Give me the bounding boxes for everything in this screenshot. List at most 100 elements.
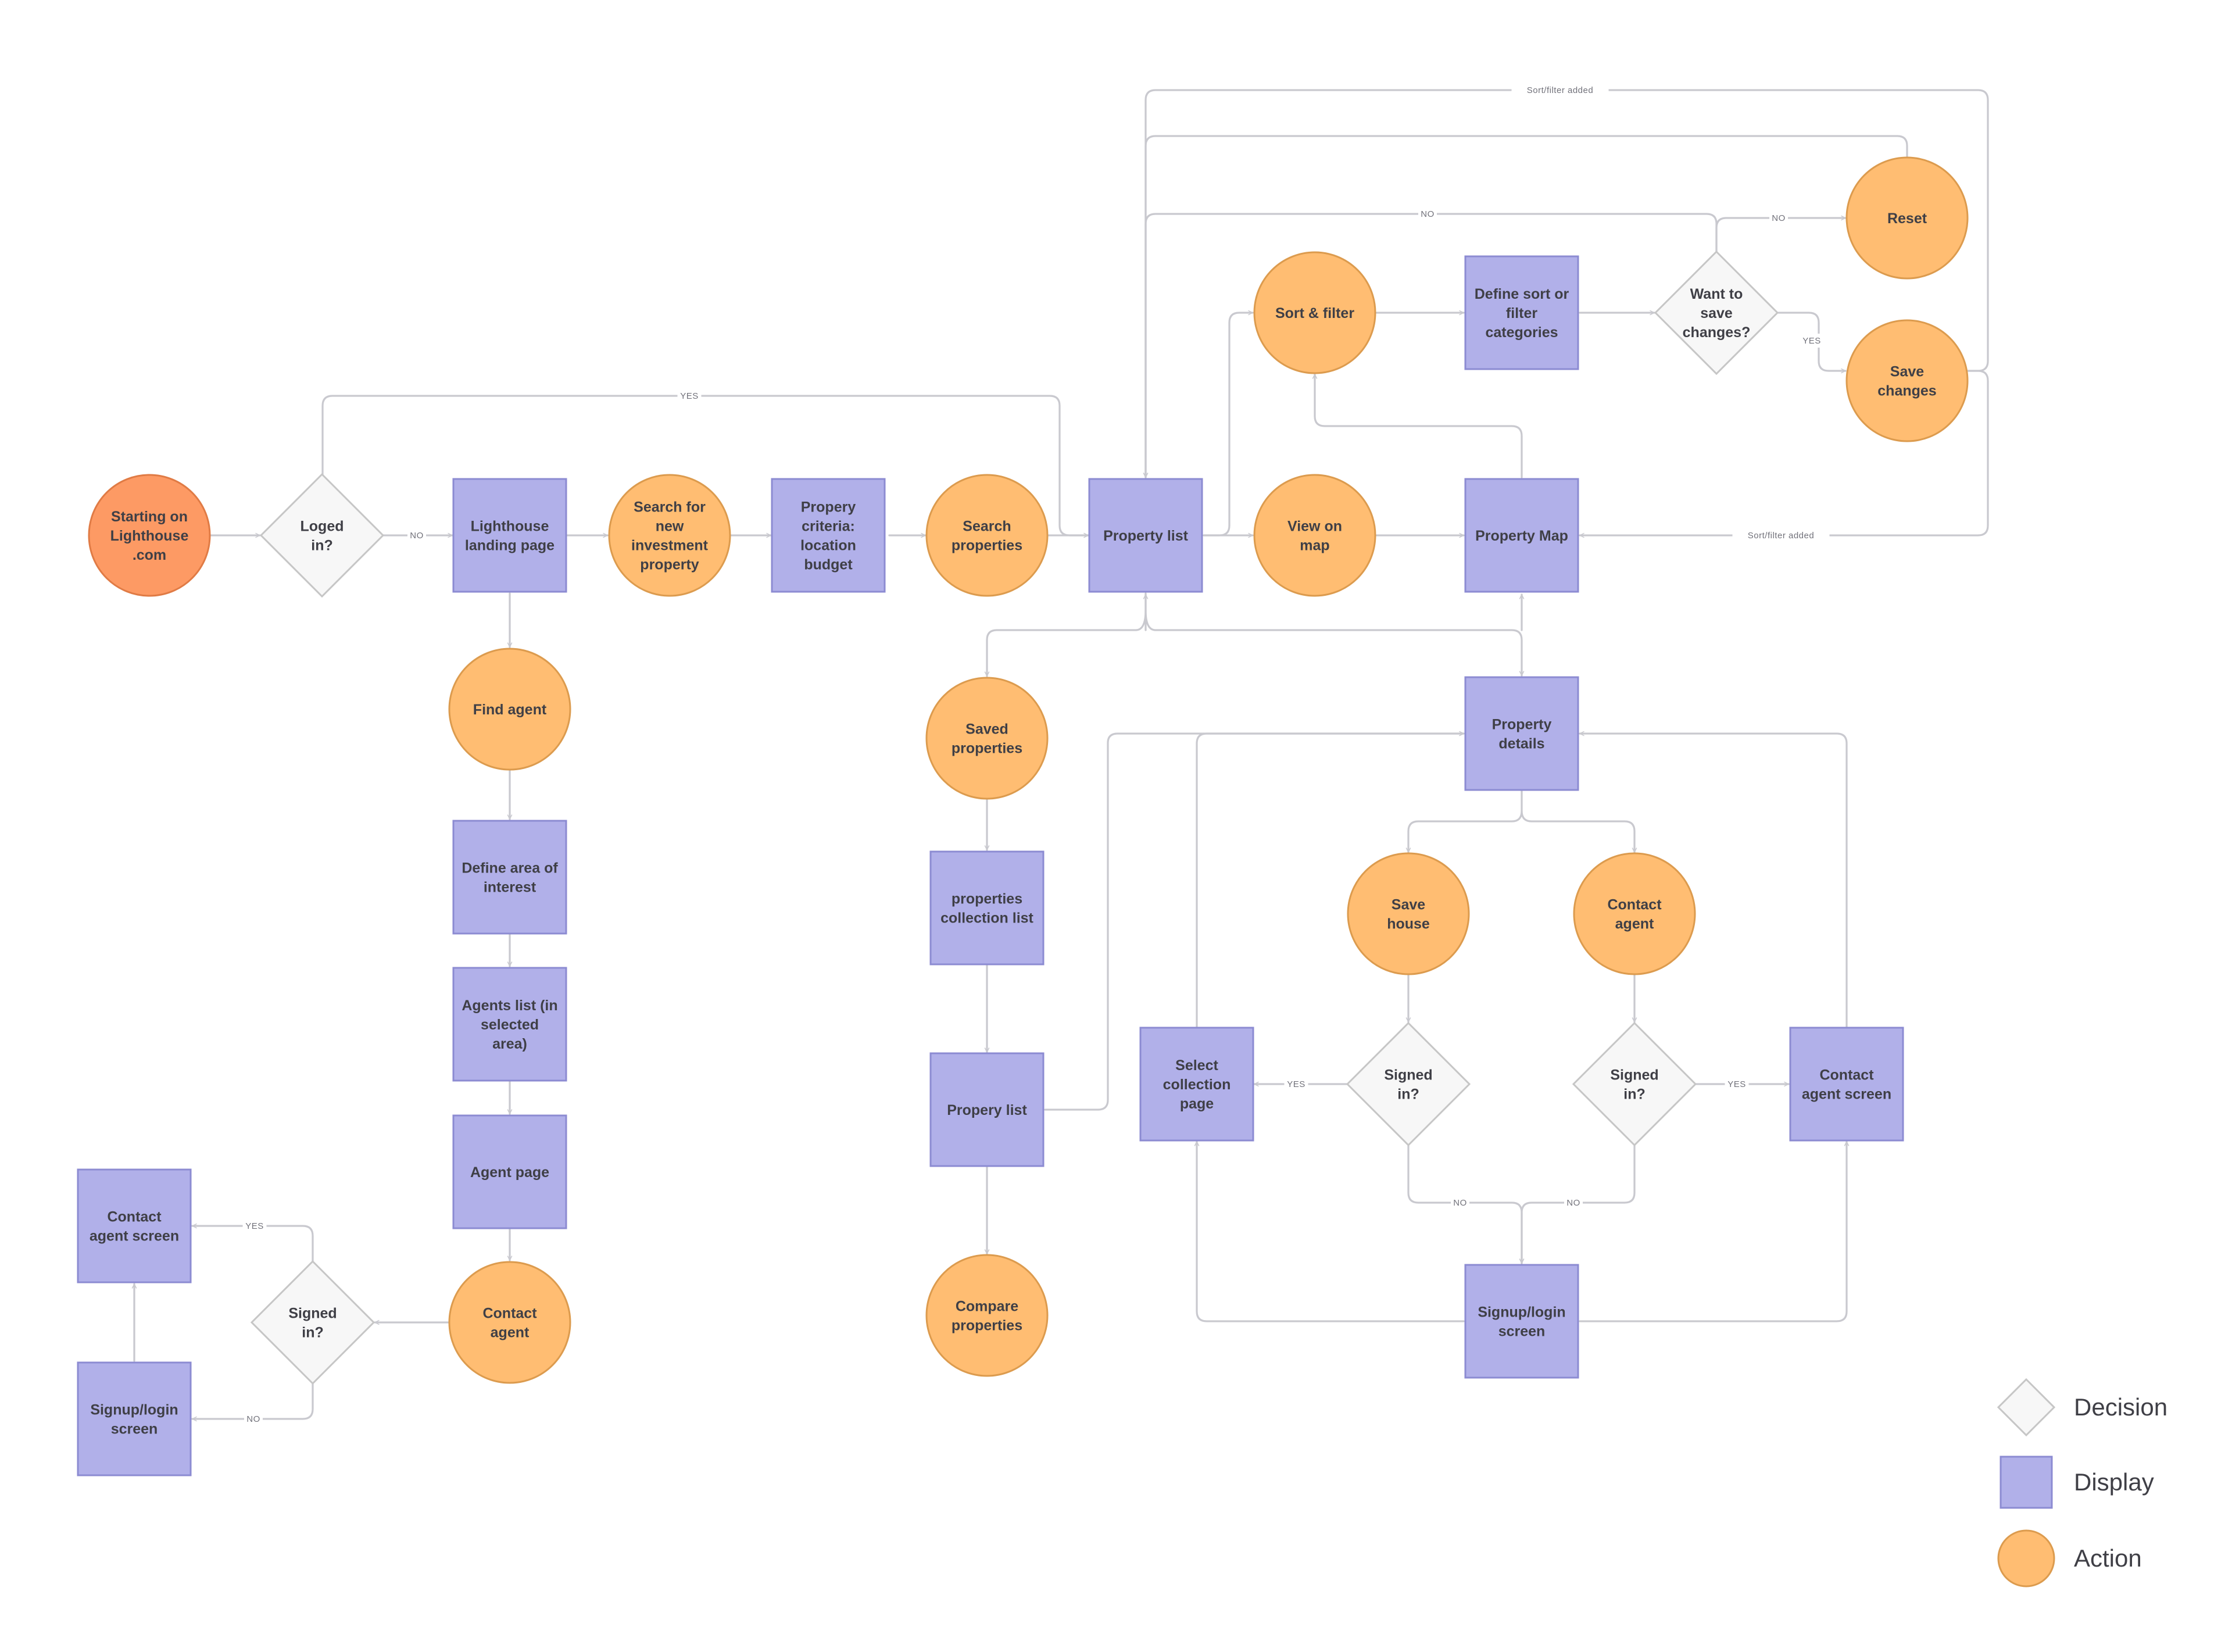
- node-label: Signup/login screen: [90, 1402, 178, 1438]
- connector-arrow: [191, 1382, 314, 1419]
- connector-label-sort-filter-added: Sort/filter added: [1527, 85, 1593, 95]
- node-label-line: landing page: [465, 538, 555, 554]
- node-label-line: Agents list (in: [462, 997, 557, 1014]
- node-label-line: Save: [1392, 897, 1425, 913]
- display-shape: [452, 478, 567, 593]
- connector-label-no: NO: [1566, 1198, 1580, 1208]
- connector-label-no: NO: [246, 1414, 260, 1424]
- connector-label-bg: [242, 1219, 267, 1233]
- connector-arrow: [987, 592, 1147, 677]
- node-label-line: Contact: [482, 1306, 537, 1322]
- node-label-line: Saved: [965, 721, 1008, 738]
- node-label-line: Signed: [288, 1306, 337, 1322]
- node-label: Property Map: [1475, 528, 1568, 544]
- node-label-line: properties: [952, 741, 1022, 757]
- display-shape: [1464, 1264, 1579, 1379]
- connector-arrow: [1408, 789, 1523, 853]
- node-label-line: Define sort or: [1475, 286, 1569, 302]
- display-shape: [452, 820, 567, 935]
- legend-item-display: Display: [2000, 1456, 2154, 1509]
- legend-swatch-decision: [1997, 1378, 2056, 1437]
- connector-label-yes: YES: [1727, 1079, 1746, 1089]
- node-signed-in-left: Signed in?: [250, 1260, 375, 1385]
- connector-label-yes: YES: [680, 391, 699, 401]
- connector-arrow: [191, 1226, 314, 1263]
- node-label-line: Signup/login: [1478, 1304, 1565, 1321]
- node-label: Signed in?: [288, 1306, 337, 1341]
- node-label-line: Want to: [1690, 286, 1743, 302]
- display-shape: [1464, 676, 1579, 791]
- legend-swatch-display: [2000, 1456, 2053, 1509]
- node-label-line: page: [1180, 1096, 1214, 1112]
- display-shape: [771, 478, 886, 593]
- connector-label-sort-filter-added: Sort/filter added: [1748, 531, 1814, 541]
- node-label-line: categories: [1485, 324, 1558, 341]
- connector-label-no: NO: [1772, 213, 1786, 223]
- connector-label-bg: [1769, 211, 1788, 225]
- node-label-line: Propery: [801, 499, 856, 516]
- connector-label-bg: [1284, 1077, 1308, 1091]
- node-prop-list-2: Propery list: [929, 1052, 1045, 1167]
- node-prop-list: Property list: [1088, 478, 1203, 593]
- display-shape: [929, 850, 1045, 966]
- connector-arrow: [1196, 734, 1465, 1028]
- node-label: Save house: [1387, 897, 1430, 932]
- node-save-house: Save house: [1347, 852, 1470, 975]
- node-prop-map: Property Map: [1464, 478, 1579, 593]
- connector-arrow: [1579, 1140, 1847, 1322]
- display-shape: [1088, 478, 1203, 593]
- node-label-line: collection list: [940, 910, 1033, 927]
- node-label-line: Starting on: [111, 509, 188, 525]
- display-shape: [1789, 1027, 1904, 1142]
- node-label-line: Signed: [1384, 1067, 1432, 1084]
- node-label-line: Signup/login: [90, 1402, 178, 1418]
- connector-label-bg: [1732, 528, 1830, 542]
- node-label-line: investment: [631, 538, 709, 554]
- legend-label: Decision: [2074, 1393, 2167, 1421]
- node-label-line: criteria:: [802, 519, 855, 535]
- node-label-line: agent screen: [1802, 1086, 1891, 1103]
- node-reset: Reset: [1845, 156, 1969, 280]
- connector-label-bg: [1800, 334, 1824, 348]
- node-label-line: location: [800, 538, 856, 554]
- display-shape: [1464, 478, 1579, 593]
- display-shape: [77, 1168, 192, 1283]
- connector-label-bg: [1451, 1196, 1469, 1210]
- node-label-line: Lighthouse: [110, 528, 189, 544]
- node-label: Propery list: [947, 1102, 1027, 1118]
- connector-arrow: [1146, 213, 1718, 478]
- node-label-line: in?: [1623, 1086, 1646, 1103]
- legend-item-action: Action: [1997, 1529, 2142, 1587]
- node-label-line: Define area of: [462, 860, 558, 877]
- connector-label-no: NO: [1453, 1198, 1467, 1208]
- node-label-line: in?: [302, 1325, 324, 1341]
- node-label-line: house: [1387, 916, 1430, 932]
- node-label-line: map: [1300, 538, 1329, 554]
- connector-arrow: [1044, 734, 1465, 1111]
- connector-label-bg: [1725, 1077, 1749, 1091]
- action-shape: [925, 1254, 1049, 1377]
- node-label-line: screen: [111, 1421, 158, 1438]
- node-label-line: property: [640, 557, 699, 573]
- node-label-line: Propery list: [947, 1102, 1027, 1118]
